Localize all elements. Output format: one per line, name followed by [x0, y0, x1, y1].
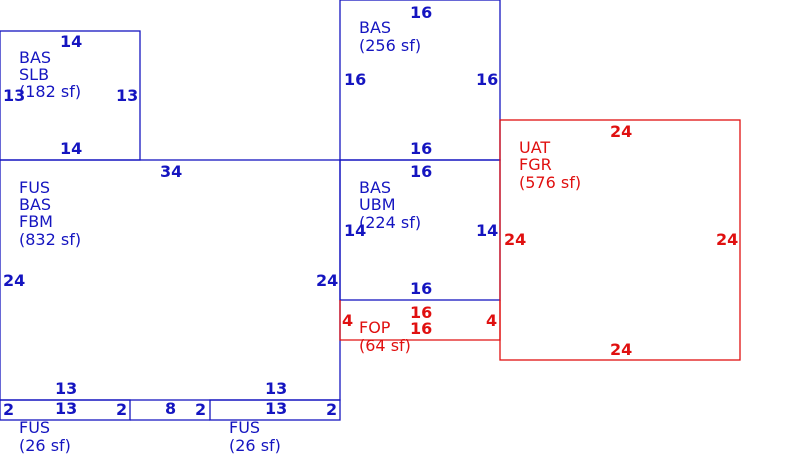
bay-left-label-2: (26 sf) — [19, 436, 71, 455]
main-area: FUS BAS FBM (832 sf) 34 24 24 8 — [3, 162, 338, 418]
bay-right-area: FUS (26 sf) 13 13 2 2 — [195, 379, 337, 455]
bay-left-dim-top: 13 — [55, 379, 77, 398]
basement-top-dim-top: 16 — [410, 3, 432, 22]
basement-top-dim-bottom: 16 — [410, 139, 432, 158]
main-label-1: FUS — [19, 178, 50, 197]
ubm-dim-right: 14 — [476, 221, 498, 240]
bay-right-label-1: FUS — [229, 418, 260, 437]
bay-right-dim-top: 13 — [265, 379, 287, 398]
slab-label-1: BAS — [19, 48, 51, 67]
basement-top-dim-left: 16 — [344, 70, 366, 89]
ubm-label-1: BAS — [359, 178, 391, 197]
ubm-dim-left: 14 — [344, 221, 366, 240]
bay-left-outline — [0, 399, 131, 421]
garage-outline — [499, 119, 741, 361]
garage-dim-top: 24 — [610, 122, 632, 141]
slab-dim-top: 14 — [60, 32, 82, 51]
basement-top-label-1: BAS — [359, 18, 391, 37]
bay-left-area: FUS (26 sf) 13 13 2 2 — [3, 379, 127, 455]
main-dim-bottom-gap: 8 — [165, 399, 176, 418]
ubm-dim-top: 16 — [410, 162, 432, 181]
slab-label-2: SLB — [19, 65, 49, 84]
garage-area: UAT FGR (576 sf) 24 24 24 24 — [504, 122, 738, 359]
slab-dim-left: 13 — [3, 86, 25, 105]
ubm-label-2: UBM — [359, 195, 396, 214]
basement-top-area: BAS (256 sf) 16 16 16 16 — [344, 3, 498, 158]
porch-dim-left: 4 — [342, 311, 353, 330]
bay-left-dim-bottom: 13 — [55, 399, 77, 418]
basement-top-label-2: (256 sf) — [359, 36, 421, 55]
garage-label-1: UAT — [519, 138, 550, 157]
bay-right-label-2: (26 sf) — [229, 436, 281, 455]
bay-right-outline — [209, 399, 341, 421]
garage-label-3: (576 sf) — [519, 173, 581, 192]
porch-dim-bottom: 16 — [410, 319, 432, 338]
main-label-4: (832 sf) — [19, 230, 81, 249]
main-label-3: FBM — [19, 212, 53, 231]
slab-dim-bottom: 14 — [60, 139, 82, 158]
slab-area: BAS SLB (182 sf) 14 13 13 14 — [3, 32, 138, 158]
basement-top-dim-right: 16 — [476, 70, 498, 89]
ubm-dim-bottom: 16 — [410, 279, 432, 298]
bay-left-label-1: FUS — [19, 418, 50, 437]
garage-dim-left: 24 — [504, 230, 526, 249]
main-dim-left: 24 — [3, 271, 25, 290]
bay-left-dim-left: 2 — [3, 400, 14, 419]
slab-dim-right: 13 — [116, 86, 138, 105]
porch-dim-right: 4 — [486, 311, 497, 330]
bay-right-dim-left: 2 — [195, 400, 206, 419]
ubm-label-3: (224 sf) — [359, 213, 421, 232]
porch-outline — [339, 300, 501, 341]
main-label-2: BAS — [19, 195, 51, 214]
bay-left-dim-right: 2 — [116, 400, 127, 419]
garage-label-2: FGR — [519, 155, 552, 174]
bay-right-dim-bottom: 13 — [265, 399, 287, 418]
bay-right-dim-right: 2 — [326, 400, 337, 419]
main-dim-top: 34 — [160, 162, 182, 181]
porch-label-2: (64 sf) — [359, 336, 411, 355]
ubm-area: BAS UBM (224 sf) 16 14 14 16 — [344, 162, 498, 298]
main-dim-right: 24 — [316, 271, 338, 290]
garage-dim-right: 24 — [716, 230, 738, 249]
area-outlines — [0, 0, 741, 421]
porch-dim-top: 16 — [410, 303, 432, 322]
garage-dim-bottom: 24 — [610, 340, 632, 359]
porch-area: FOP (64 sf) 16 16 4 4 — [342, 303, 497, 355]
porch-label-1: FOP — [359, 318, 391, 337]
slab-label-3: (182 sf) — [19, 82, 81, 101]
